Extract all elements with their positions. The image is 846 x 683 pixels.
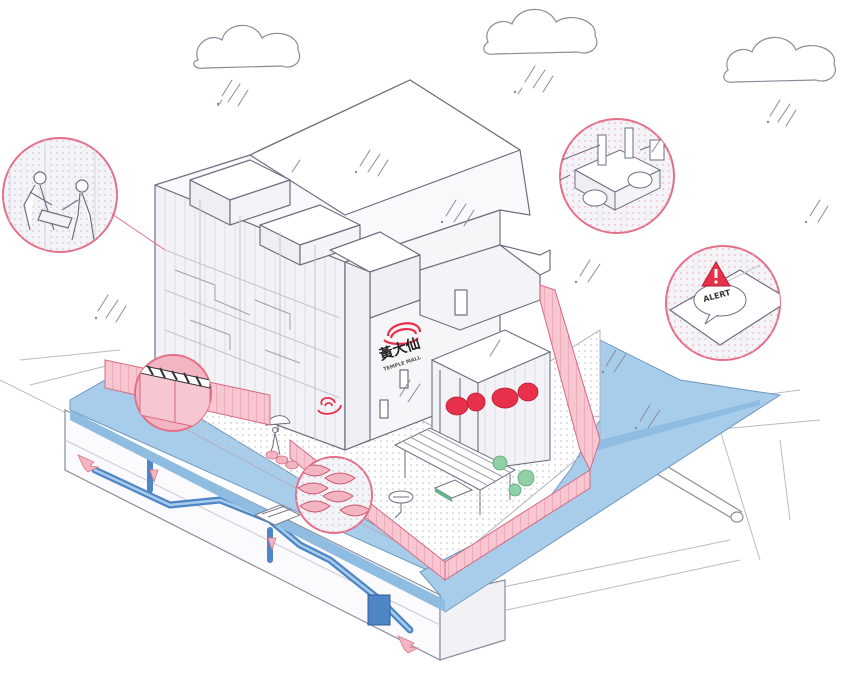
street-pipe-right [649, 461, 744, 523]
workers-icon [23, 171, 95, 241]
workers-callout-leader [111, 213, 166, 251]
cloud-icon-right [723, 36, 836, 83]
covered-walkway [393, 427, 517, 515]
drainage-pipe [91, 452, 414, 634]
pump-icon [560, 127, 673, 211]
rain-dots [94, 90, 808, 430]
pump-room-callout [559, 118, 675, 234]
red-lanterns [445, 382, 539, 416]
plaza-drain-grate [388, 490, 414, 519]
swirl-logo-icon [383, 322, 422, 345]
warning-triangle-icon [701, 261, 731, 287]
flood-gate-callout [134, 354, 212, 432]
cloud-icon-left [193, 24, 301, 69]
flow-arrows [77, 454, 420, 654]
plaza-trees [492, 455, 535, 497]
bench [433, 479, 474, 502]
flood-barrier-right [539, 284, 601, 472]
workers-maintenance-callout [2, 137, 118, 253]
phone-alert-icon: ALERT [668, 261, 780, 346]
flood-alert-phone-callout: ALERT [665, 245, 781, 361]
rain-streaks [97, 65, 829, 429]
wall-swirl-logo-icon [317, 397, 342, 415]
cloud-icon-center [483, 8, 598, 55]
pipe-junction-box [367, 594, 391, 626]
cloud-icons [193, 8, 836, 83]
drain-grate-street [253, 504, 302, 526]
sandbag-row [265, 450, 299, 470]
sandbag-callout [295, 456, 373, 534]
